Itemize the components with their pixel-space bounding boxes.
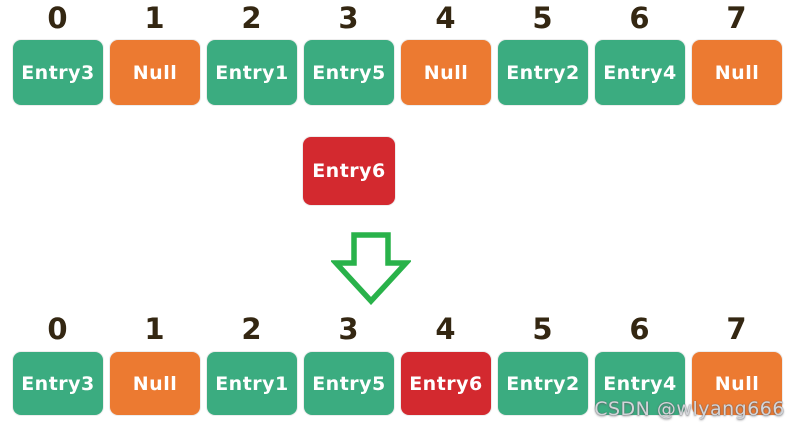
index-label-1: 1 xyxy=(144,1,166,35)
array-cell-entry5: Entry5 xyxy=(304,352,394,415)
index-label-6: 6 xyxy=(629,1,651,35)
array-cell-null: Null xyxy=(692,352,782,415)
index-label-0: 0 xyxy=(47,312,69,346)
array-cell-null: Null xyxy=(110,352,200,415)
array-cell-entry4: Entry4 xyxy=(595,352,685,415)
index-label-2: 2 xyxy=(241,312,263,346)
array-cell-null: Null xyxy=(110,40,200,105)
index-label-6: 6 xyxy=(629,312,651,346)
bottom-index-row: 0 1 2 3 4 5 6 7 xyxy=(13,312,782,346)
index-label-1: 1 xyxy=(144,312,166,346)
array-cell-entry3: Entry3 xyxy=(13,352,103,415)
array-cell-entry2: Entry2 xyxy=(498,352,588,415)
index-label-3: 3 xyxy=(338,312,360,346)
array-cell-entry1: Entry1 xyxy=(207,40,297,105)
array-cell-null: Null xyxy=(401,40,491,105)
watermark-text: CSDN @wlyang666 xyxy=(594,398,785,420)
array-cell-null: Null xyxy=(692,40,782,105)
down-arrow-icon xyxy=(329,231,413,306)
index-label-7: 7 xyxy=(726,1,748,35)
array-cell-entry4: Entry4 xyxy=(595,40,685,105)
index-label-3: 3 xyxy=(338,1,360,35)
index-label-0: 0 xyxy=(47,1,69,35)
index-label-4: 4 xyxy=(435,1,457,35)
array-cell-entry5: Entry5 xyxy=(304,40,394,105)
index-label-7: 7 xyxy=(726,312,748,346)
array-cell-entry1: Entry1 xyxy=(207,352,297,415)
top-index-row: 0 1 2 3 4 5 6 7 xyxy=(13,1,782,35)
index-label-5: 5 xyxy=(532,1,554,35)
index-label-4: 4 xyxy=(435,312,457,346)
index-label-2: 2 xyxy=(241,1,263,35)
index-label-5: 5 xyxy=(532,312,554,346)
array-cell-entry3: Entry3 xyxy=(13,40,103,105)
pending-entry-box: Entry6 xyxy=(303,137,395,205)
array-cell-entry6: Entry6 xyxy=(401,352,491,415)
array-cell-entry2: Entry2 xyxy=(498,40,588,105)
